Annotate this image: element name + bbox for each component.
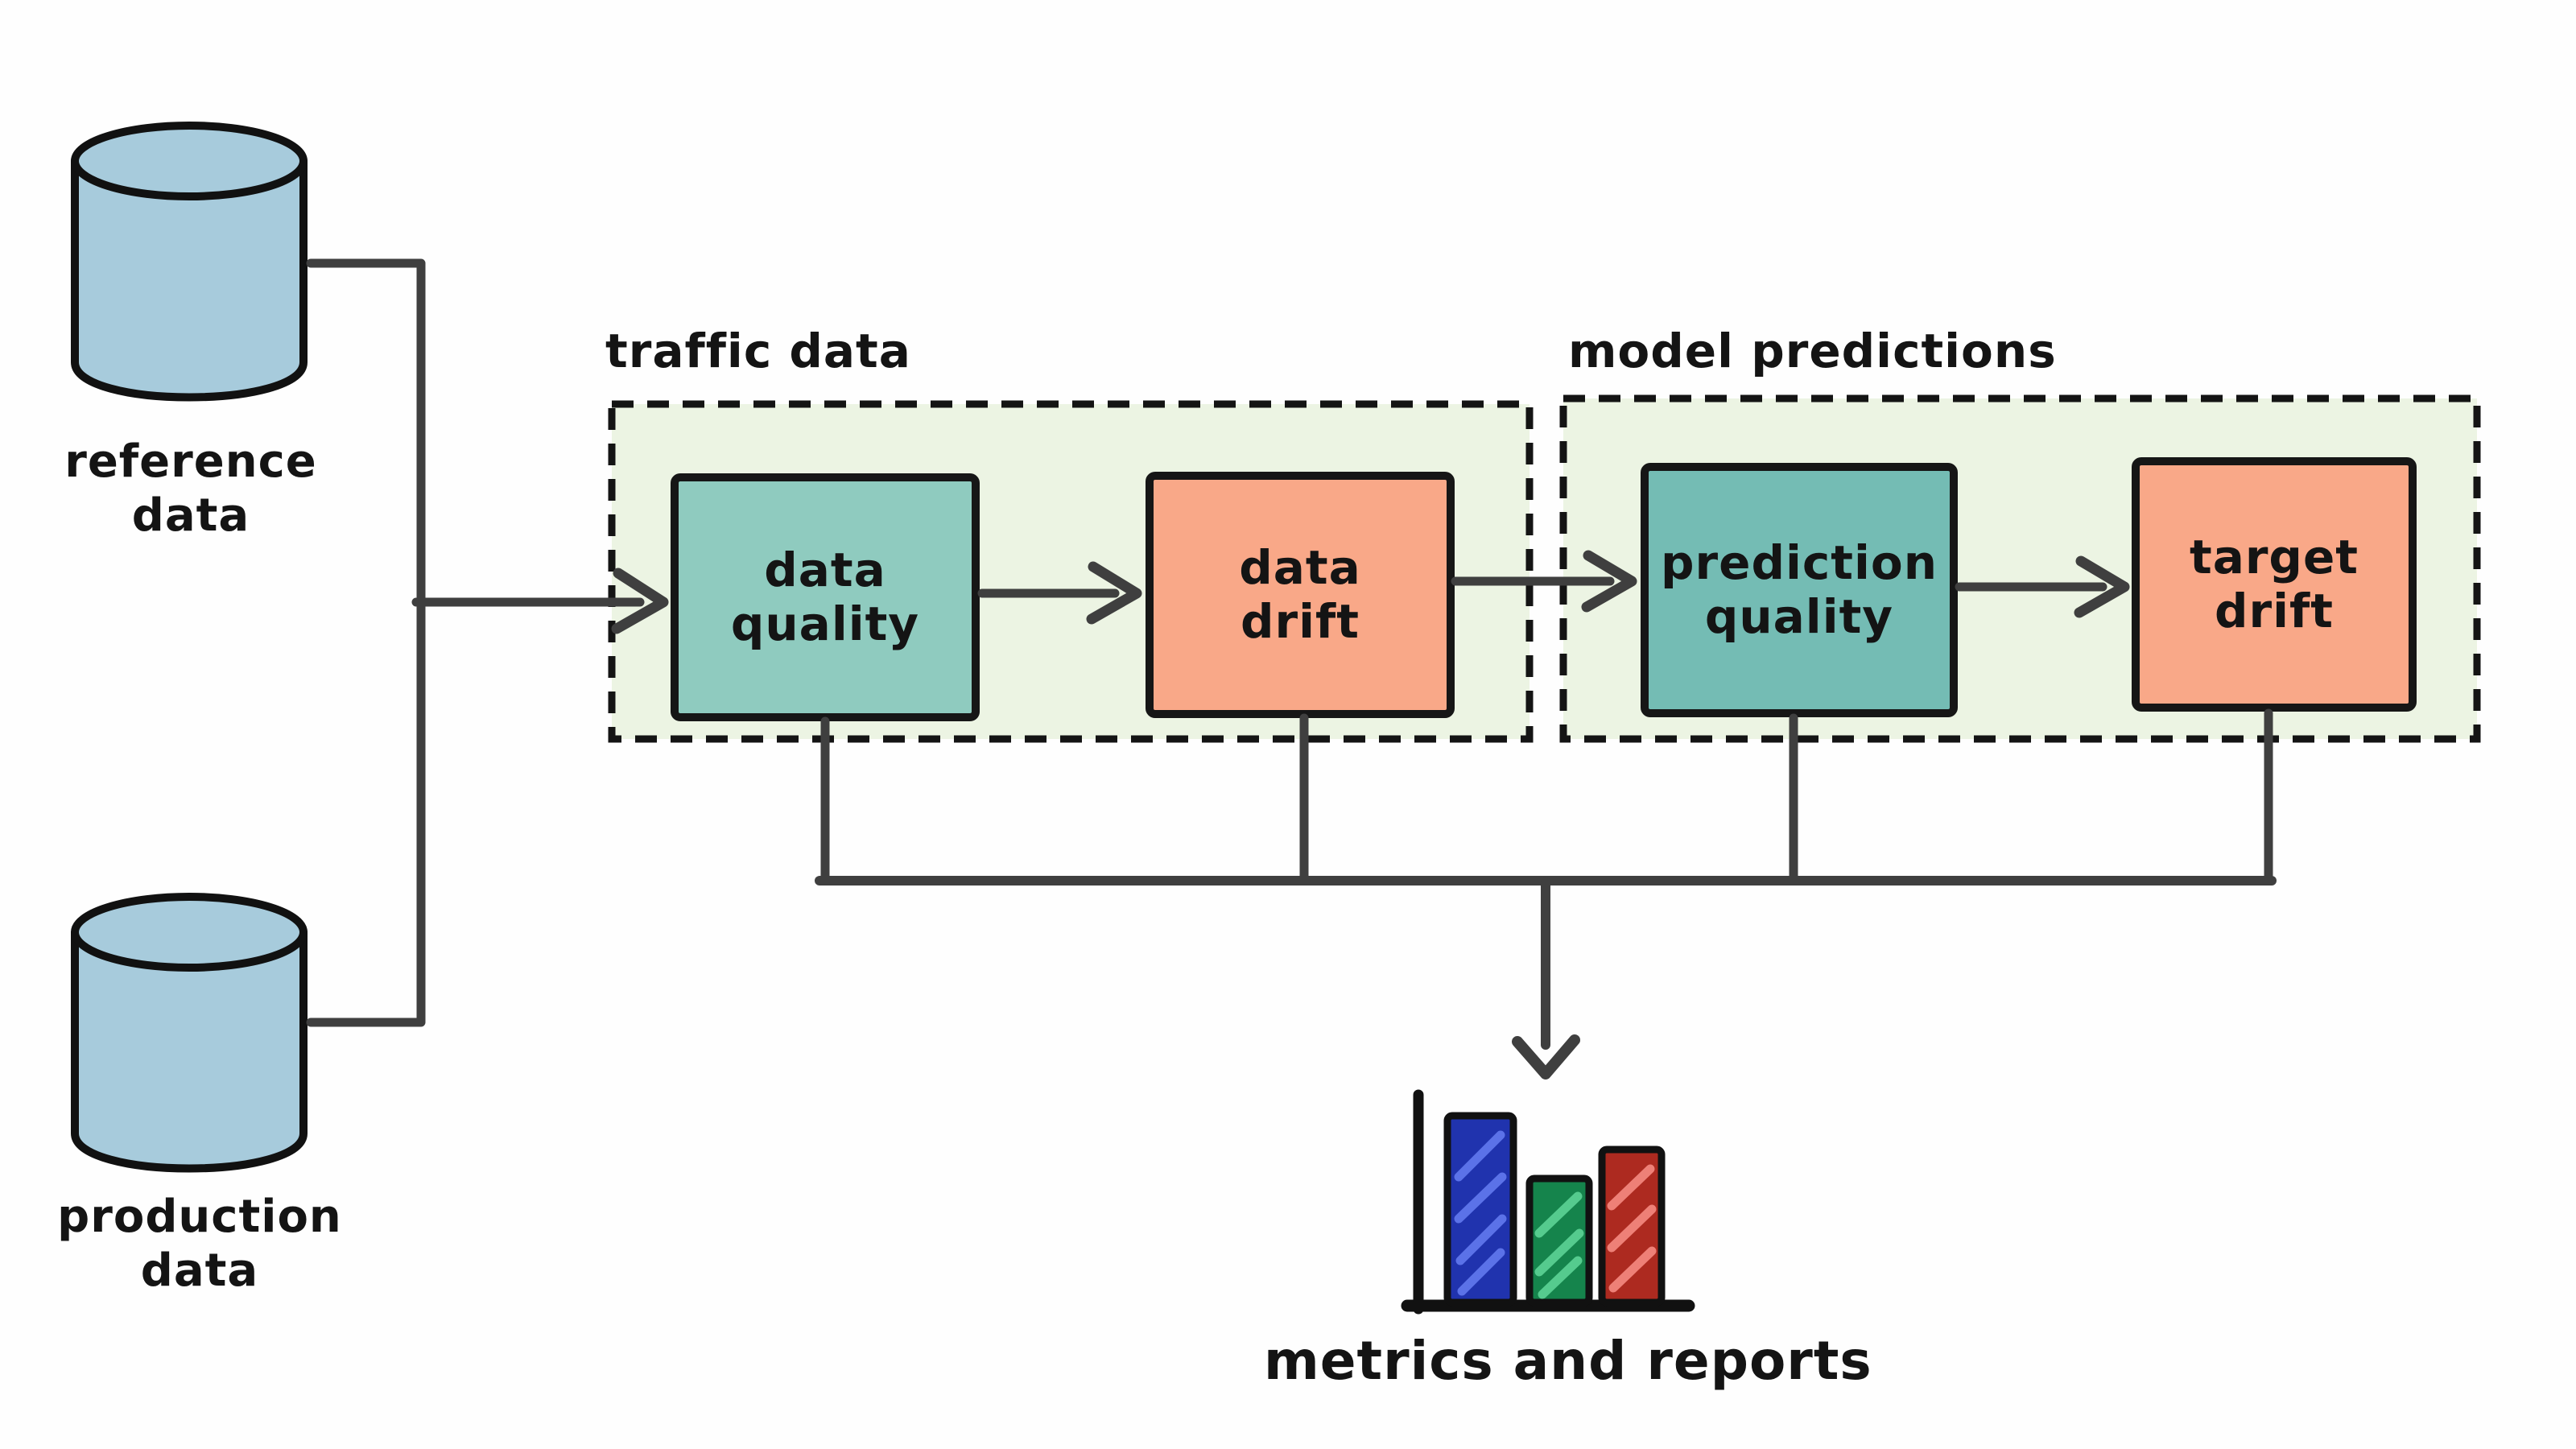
bar-blue <box>1443 1112 1517 1307</box>
data-quality-box: data quality <box>671 473 980 721</box>
box-label-line: data <box>1239 540 1361 596</box>
reference-data-label: reference data <box>46 435 336 543</box>
bar-green <box>1525 1174 1593 1307</box>
box-label-line: drift <box>2215 584 2334 638</box>
target-drift-box: target drift <box>2132 457 2417 712</box>
data-drift-label: data drift <box>1239 541 1361 648</box>
database-icon <box>71 122 308 402</box>
src-label-line: production <box>57 1191 342 1243</box>
src-label-line: reference <box>64 436 317 488</box>
data-quality-label: data quality <box>731 543 919 650</box>
bar-green-hatch <box>1534 1191 1584 1299</box>
box-label-line: quality <box>730 597 920 651</box>
src-label-line: data <box>131 489 250 543</box>
database-body <box>71 157 308 402</box>
prediction-quality-label: prediction quality <box>1661 536 1938 643</box>
production-data-label: production data <box>55 1190 345 1298</box>
database-top <box>71 122 308 200</box>
group-label-model-predictions: model predictions <box>1568 324 2057 378</box>
metrics-and-reports-label: metrics and reports <box>1264 1330 1872 1392</box>
database-body <box>71 928 308 1173</box>
database-top <box>71 893 308 972</box>
box-label-line: prediction <box>1661 535 1938 591</box>
data-drift-box: data drift <box>1146 472 1455 718</box>
target-drift-label: target drift <box>2190 530 2359 638</box>
bar-chart-icon <box>1401 1089 1695 1315</box>
src-label-line: data <box>140 1245 259 1298</box>
bar-red <box>1598 1146 1666 1307</box>
box-label-line: quality <box>1704 589 1894 644</box>
box-label-line: data <box>764 543 886 598</box>
prediction-quality-box: prediction quality <box>1641 463 1958 717</box>
sources-connector-line <box>306 258 426 1027</box>
bar-blue-hatch <box>1454 1130 1507 1296</box>
group-label-traffic-data: traffic data <box>605 324 911 378</box>
box-label-line: target <box>2189 530 2359 585</box>
bar-red-hatch <box>1607 1164 1657 1293</box>
database-icon <box>71 893 308 1173</box>
arrowhead-down-icon <box>1512 1034 1580 1080</box>
box-label-line: drift <box>1241 594 1360 649</box>
